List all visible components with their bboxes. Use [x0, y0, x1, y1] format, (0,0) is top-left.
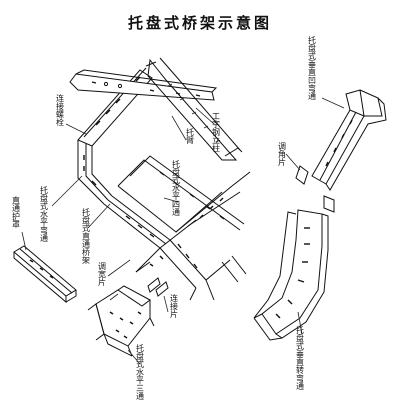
label-cross: 托盘式水平四通 [172, 159, 181, 217]
horizontal-bend-tray [77, 67, 153, 205]
label-vertical-inside-bend: 托盘式垂直凹弯通 [308, 35, 317, 101]
label-straight-section: 托盘式直通桥架 [82, 207, 91, 265]
leader-lines [21, 97, 345, 365]
straight-guard [13, 245, 77, 304]
i-beam-column [145, 57, 243, 161]
bracket-arm [69, 69, 218, 101]
label-tee: 托盘式水平三通 [136, 343, 145, 400]
label-bracket-arm: 托臂 [186, 127, 195, 145]
label-i-beam-column: 工字钢立柱 [212, 112, 221, 153]
label-straight-guard: 直通护罩 [12, 195, 21, 228]
labels: 连接螺栓 直通护罩 托盘式水平弯通 托盘式直通桥架 调宽片 托盘式水平四通 托盘… [12, 35, 317, 400]
vertical-transition-bend [253, 209, 329, 341]
label-vertical-transition-bend: 托盘式垂直转弯通 [296, 325, 305, 391]
diagram-title: 托盘式桥架示意图 [127, 14, 272, 32]
label-connecting-bolt: 连接螺栓 [56, 93, 65, 127]
label-adjust-angle-plate: 调角片 [278, 142, 287, 167]
label-horizontal-bend: 托盘式水平弯通 [40, 185, 49, 243]
vertical-inside-bend [311, 89, 387, 191]
horizontal-tee-tray [87, 285, 155, 357]
label-adjust-plate-left: 调宽片 [98, 262, 107, 287]
upper-straight-tray [117, 155, 251, 231]
label-connecting-plate: 连接片 [170, 293, 179, 319]
small-plates [147, 165, 335, 297]
